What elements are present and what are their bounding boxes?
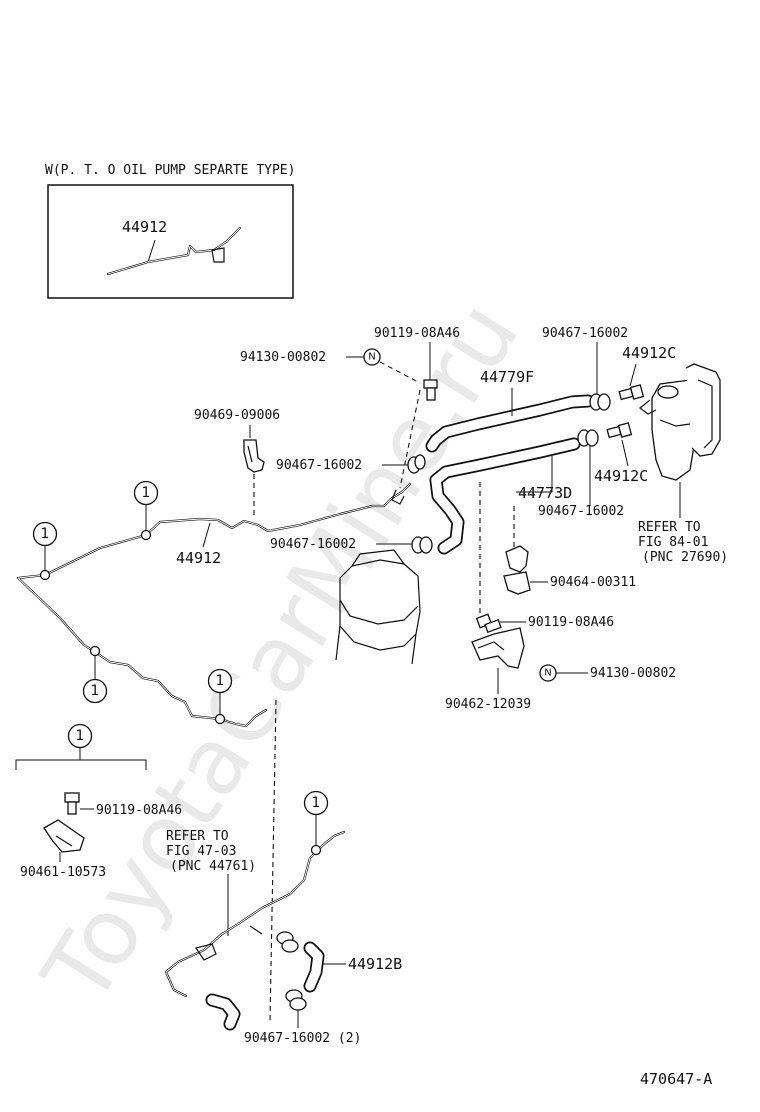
- refer-gear-line2: FIG 47-03: [166, 844, 236, 859]
- union-lower-label: 44912C: [594, 467, 648, 485]
- union-upper-label: 44912C: [622, 344, 676, 362]
- pipe-clamp-point: [140, 529, 152, 541]
- bolt-mid: 90119-08A46: [475, 613, 614, 633]
- reservoir-tank: REFER TO FIG 84-01 (PNC 27690): [638, 363, 728, 565]
- hose-44779f-label: 44779F: [480, 368, 534, 386]
- callout-1: 1: [133, 480, 159, 531]
- clamp-mid-left: 90467-16002: [270, 536, 433, 554]
- main-pipe-label: 44912: [176, 549, 221, 567]
- clip-90469: 90469-09006: [194, 408, 280, 518]
- callout-1: 1: [207, 668, 233, 715]
- pipe-clamp-point: [89, 645, 101, 657]
- svg-text:N: N: [368, 352, 375, 363]
- hose-44912b-label: 44912B: [348, 955, 402, 973]
- svg-text:N: N: [544, 668, 551, 679]
- union-lower: 44912C: [594, 422, 648, 485]
- watermark: ToyotaCarMine.ru: [22, 283, 539, 1022]
- nut-mid: N 94130-00802: [539, 664, 676, 682]
- pump-body: [335, 549, 421, 665]
- inset-part-label: 44912: [122, 218, 167, 236]
- svg-text:1: 1: [312, 795, 321, 811]
- svg-text:1: 1: [142, 485, 151, 501]
- top-bolt-label: 90119-08A46: [374, 326, 460, 341]
- clamp-lower-right: 90467-16002: [538, 429, 624, 519]
- inset-title: W(P. T. O OIL PUMP SEPARTE TYPE): [45, 163, 295, 178]
- clamp-upper-right: 90467-16002: [542, 326, 628, 411]
- callouts: 1 1 1 1 1: [32, 480, 329, 845]
- clamp-90464: 90464-00311: [503, 545, 636, 595]
- pipe-clamp-point: [39, 569, 51, 581]
- hose-44779f: 44779F: [425, 368, 595, 453]
- refer-tank-line1: REFER TO: [638, 520, 701, 535]
- nut-mid-label: 94130-00802: [590, 666, 676, 681]
- nut-symbol: [363, 348, 381, 366]
- callout-1: 1: [32, 521, 58, 571]
- pipe-clamp-point: [214, 713, 226, 725]
- union-upper: 44912C: [618, 344, 676, 401]
- refer-tank-line2: FIG 84-01: [638, 535, 708, 550]
- inset-box: W(P. T. O OIL PUMP SEPARTE TYPE) 44912: [45, 163, 295, 299]
- clamp-upper-left: 90467-16002: [276, 454, 426, 474]
- lower-pipe: [164, 830, 346, 998]
- detail-clamp-label: 90461-10573: [20, 865, 106, 880]
- clip-90469-label: 90469-09006: [194, 408, 280, 423]
- refer-tank-line3: (PNC 27690): [642, 550, 728, 565]
- bolt-mid-label: 90119-08A46: [528, 615, 614, 630]
- top-nut-label: 94130-00802: [240, 350, 326, 365]
- callout-1: 1: [82, 656, 108, 704]
- refer-gear-line3: (PNC 44761): [170, 859, 256, 874]
- bracket-90462-label: 90462-12039: [445, 697, 531, 712]
- svg-text:1: 1: [41, 526, 50, 542]
- inset-frame: [47, 184, 294, 299]
- detail-1: 1 90119-08A46 90461-10573: [15, 723, 182, 880]
- figure-id: 470647-A: [640, 1070, 712, 1088]
- callout-1: 1: [303, 790, 329, 845]
- hose-44773d: 44773D: [429, 437, 581, 555]
- detail-clamp: [43, 819, 85, 853]
- clamp-90464-label: 90464-00311: [550, 575, 636, 590]
- clamp-bottom-label: 90467-16002 (2): [244, 1031, 361, 1046]
- inset-bracket: [211, 247, 225, 263]
- detail-callout-1: [67, 723, 93, 749]
- hose-44773d-label: 44773D: [518, 484, 572, 502]
- svg-text:1: 1: [216, 673, 225, 689]
- svg-text:1: 1: [91, 683, 100, 699]
- clamp-upper-left-label: 90467-16002: [276, 458, 362, 473]
- top-bolt-nut: 90119-08A46 94130-00802 N: [240, 326, 460, 489]
- refer-gear-line1: REFER TO: [166, 829, 229, 844]
- detail-bolt-label: 90119-08A46: [96, 803, 182, 818]
- hose-44912b: 44912B 90467-16002 (2): [205, 931, 402, 1046]
- svg-text:1: 1: [76, 728, 85, 744]
- clamp-lower-right-label: 90467-16002: [538, 504, 624, 519]
- inset-leader: [147, 239, 156, 263]
- main-pipe-44912: 44912: [16, 482, 412, 728]
- clamp-upper-right-label: 90467-16002: [542, 326, 628, 341]
- bracket-90462: 90462-12039: [445, 627, 531, 712]
- refer-gear: REFER TO FIG 47-03 (PNC 44761): [166, 829, 256, 936]
- detail-bolt: [64, 792, 94, 815]
- clamp-mid-left-label: 90467-16002: [270, 537, 356, 552]
